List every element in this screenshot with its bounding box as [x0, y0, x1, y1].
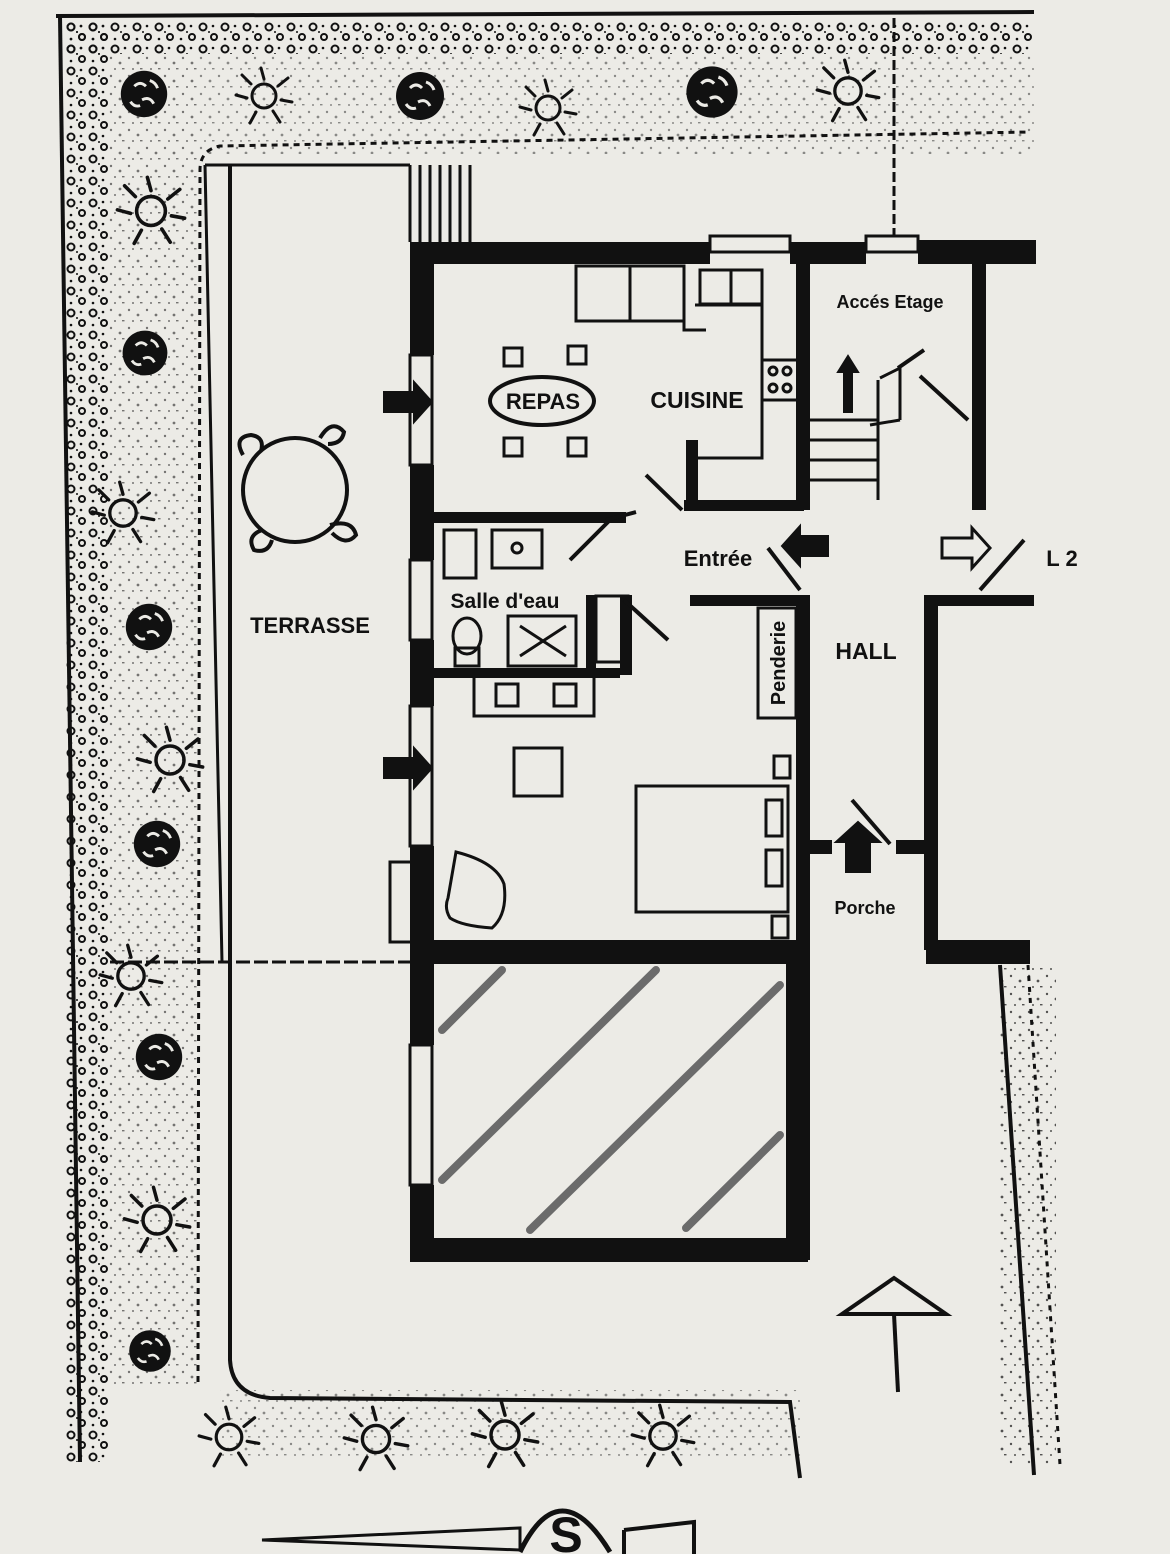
- compass-letter: S: [549, 1507, 582, 1554]
- arrow-icon: [383, 354, 883, 873]
- room-label-hall: HALL: [835, 638, 896, 664]
- room-label-l2: L 2: [1046, 546, 1077, 571]
- room-label-salle-deau: Salle d'eau: [451, 590, 560, 613]
- room-label-repas: REPAS: [506, 389, 580, 414]
- shrub-icon: [134, 1032, 184, 1082]
- room-label-acces-etage: Accés Etage: [836, 292, 943, 312]
- shrub-icon: [684, 64, 740, 120]
- hatched-area: [438, 966, 784, 1234]
- arrow-icon: [940, 524, 993, 572]
- parasol-icon: [835, 1275, 953, 1393]
- compass-icon: S: [261, 1507, 696, 1554]
- door-swing-icon: [568, 348, 1026, 846]
- shrub-icon: [127, 1328, 173, 1374]
- walls: [410, 240, 1036, 1262]
- interior: [388, 234, 920, 1187]
- room-label-penderie: Penderie: [768, 621, 790, 705]
- room-label-porche: Porche: [834, 898, 895, 918]
- shrub-icon: [132, 819, 182, 869]
- room-label-entree: Entrée: [684, 546, 752, 571]
- room-label-terrasse: TERRASSE: [250, 613, 370, 638]
- room-label-cuisine: CUISINE: [650, 387, 743, 413]
- shrub-icon: [121, 329, 169, 377]
- shrub-icon: [394, 70, 446, 122]
- shrub-icon: [119, 69, 169, 119]
- garden: [55, 10, 1062, 1479]
- terrace-table: [237, 424, 359, 553]
- shrub-icon: [124, 602, 174, 652]
